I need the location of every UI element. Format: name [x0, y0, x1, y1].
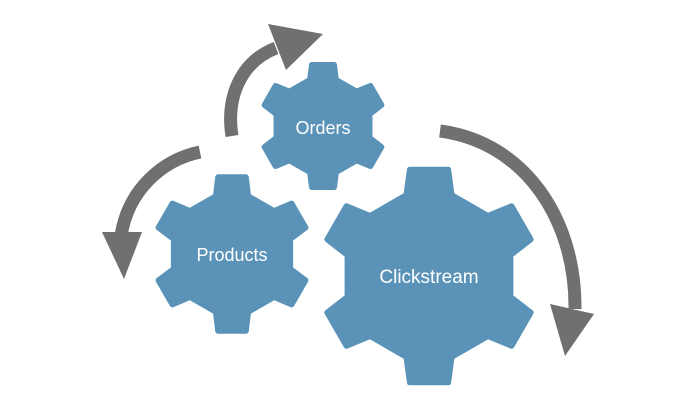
cycle-arrow-orders [224, 41, 279, 138]
gear-icon [261, 62, 385, 190]
cycle-arrow-products [114, 145, 202, 238]
gear-label-orders: Orders [295, 118, 350, 138]
curved-arrow-icon [268, 24, 323, 70]
gear-icon [155, 174, 309, 334]
curved-arrow-icon [550, 304, 594, 356]
cycle-arrows [102, 24, 594, 356]
gear-products: Products [155, 174, 309, 334]
gear-orders: Orders [261, 62, 385, 190]
gear-icon [324, 166, 534, 386]
cycle-arrow-clickstream [439, 124, 582, 310]
gear-clickstream: Clickstream [324, 166, 534, 386]
gear-label-clickstream: Clickstream [379, 267, 478, 288]
gear-label-products: Products [196, 245, 267, 265]
curved-arrow-icon [102, 232, 142, 279]
